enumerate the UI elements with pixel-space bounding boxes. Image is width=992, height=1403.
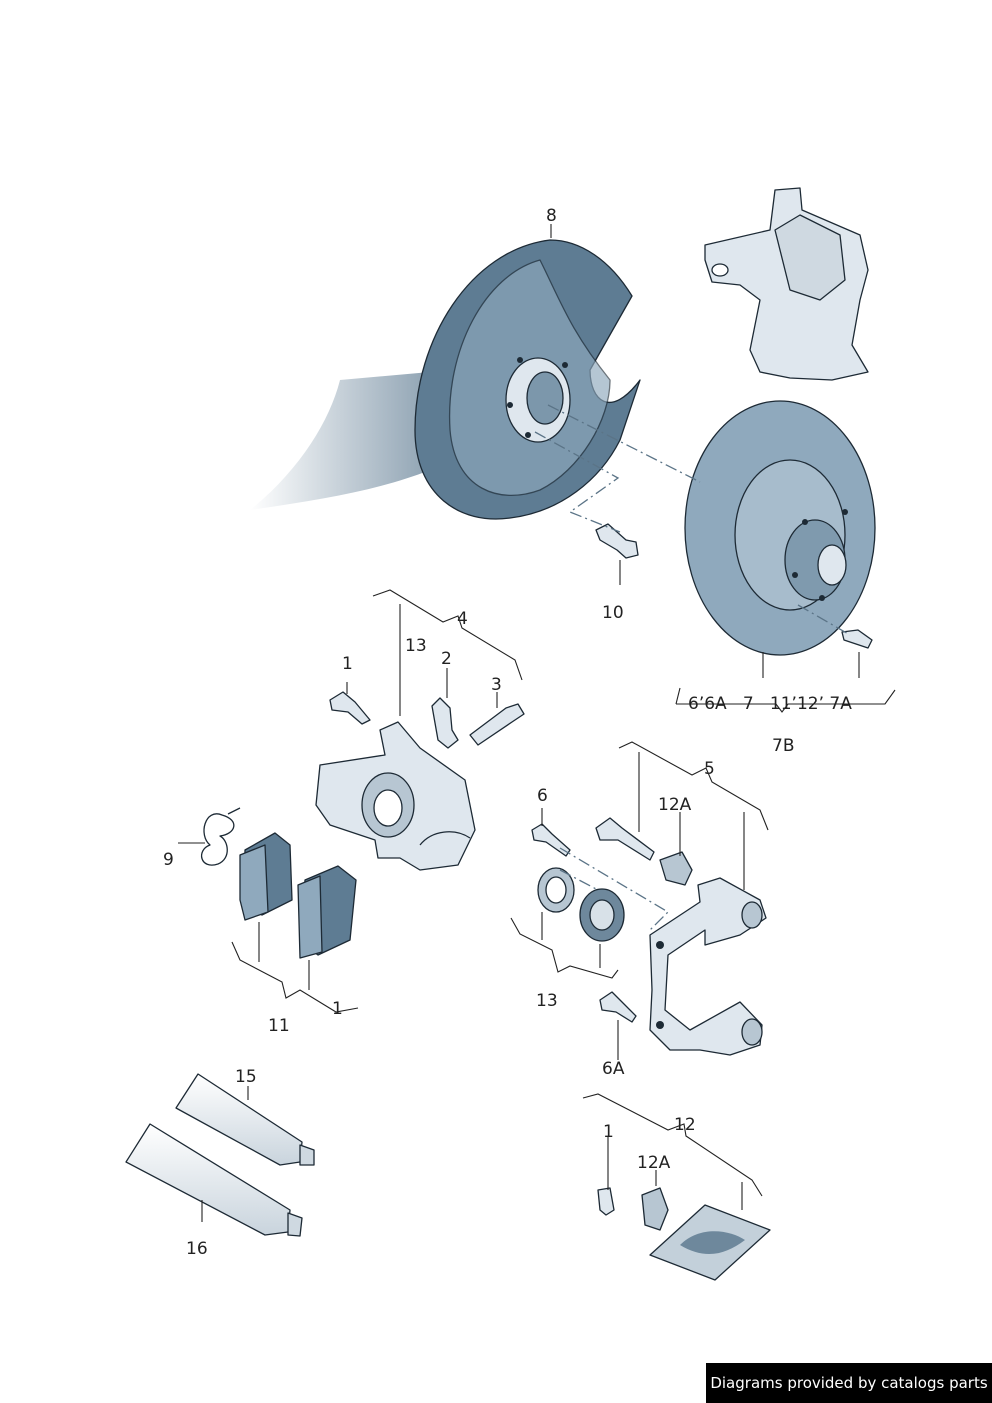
label-6a: 6A [602, 1059, 625, 1079]
caliper-carrier [649, 877, 767, 1056]
leader-lines [178, 224, 896, 1222]
bolts [329, 523, 873, 1231]
caliper-assembly [704, 187, 869, 381]
label-12a-upper: 12A [658, 795, 692, 815]
label-16: 16 [186, 1239, 208, 1259]
label-12a-lower: 12A [637, 1153, 671, 1173]
label-3: 3 [491, 675, 502, 695]
label-5: 5 [704, 759, 715, 779]
assembly-lines [534, 404, 851, 931]
label-1-upper: 1 [342, 654, 353, 674]
brake-pads [239, 832, 357, 959]
brake-disc [684, 400, 876, 656]
label-8: 8 [546, 206, 557, 226]
label-9: 9 [163, 850, 174, 870]
label-1-lower: 1 [603, 1122, 614, 1142]
label-10: 10 [602, 603, 624, 623]
label-12: 12 [674, 1115, 696, 1135]
label-7b: 7B [772, 736, 794, 756]
spring-clip [200, 807, 241, 866]
label-15: 15 [235, 1067, 257, 1087]
callout-labels: 8 10 4 13 1 2 3 6’6A 7 11’12’ 7A 7B 5 6 … [163, 206, 852, 1259]
label-7-row: 6’6A 7 11’12’ 7A [688, 694, 852, 714]
grease-packet [649, 1204, 771, 1281]
attribution-text: Diagrams provided by catalogs parts [710, 1374, 988, 1392]
attribution-footer: Diagrams provided by catalogs parts [706, 1363, 992, 1403]
label-1-middle: 1 [332, 999, 343, 1019]
label-11: 11 [268, 1016, 290, 1036]
axle-beam [250, 372, 430, 510]
label-13-upper: 13 [405, 636, 427, 656]
label-2: 2 [441, 649, 452, 669]
label-6: 6 [537, 786, 548, 806]
caliper-housing [315, 721, 476, 871]
label-4: 4 [457, 609, 468, 629]
grease-tubes [125, 1073, 315, 1237]
splash-plate [414, 239, 641, 520]
seal-rings [537, 867, 625, 942]
label-13-lower: 13 [536, 991, 558, 1011]
